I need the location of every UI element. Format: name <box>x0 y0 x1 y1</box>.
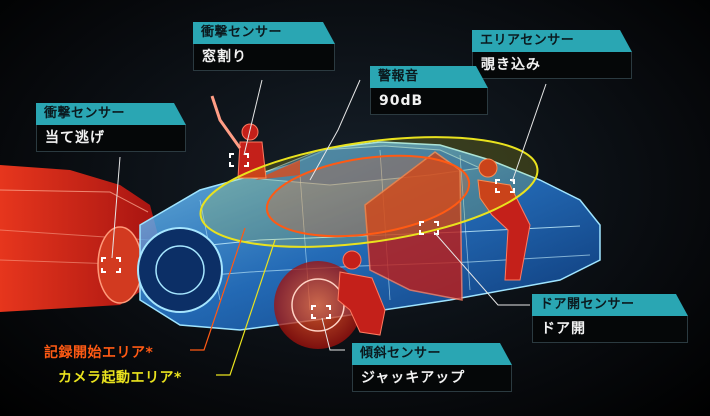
callout-door: ドア開センサー ドア開 <box>532 294 688 343</box>
legend-camera-area: カメラ起動エリア* <box>58 370 182 386</box>
callout-tilt: 傾斜センサー ジャッキアップ <box>352 343 512 392</box>
callout-title: エリアセンサー <box>480 33 575 48</box>
callout-value: 当て逃げ <box>36 125 186 152</box>
leader-lines <box>111 79 547 351</box>
legend-lines <box>190 227 276 376</box>
callout-impact-hitrun: 衝撃センサー 当て逃げ <box>36 103 186 152</box>
callout-alarm: 警報音 90dB <box>370 66 488 115</box>
record-area-ellipse <box>265 154 471 238</box>
callout-value: 覗き込み <box>472 52 632 79</box>
callout-impact-window: 衝撃センサー 窓割り <box>193 22 335 71</box>
callout-title: ドア開センサー <box>540 297 635 312</box>
callout-value: 窓割り <box>193 44 335 71</box>
callout-area-sensor: エリアセンサー 覗き込み <box>472 30 632 79</box>
callout-title: 衝撃センサー <box>44 106 126 121</box>
callout-value: 90dB <box>370 88 488 115</box>
callout-value: ドア開 <box>532 316 688 343</box>
callout-title: 警報音 <box>378 69 419 84</box>
callout-title: 傾斜センサー <box>360 346 442 361</box>
red-car <box>0 165 158 312</box>
sensor-markers <box>101 153 515 319</box>
legend-record-area: 記録開始エリア* <box>44 345 154 361</box>
callout-title: 衝撃センサー <box>201 25 283 40</box>
callout-value: ジャッキアップ <box>352 365 512 392</box>
